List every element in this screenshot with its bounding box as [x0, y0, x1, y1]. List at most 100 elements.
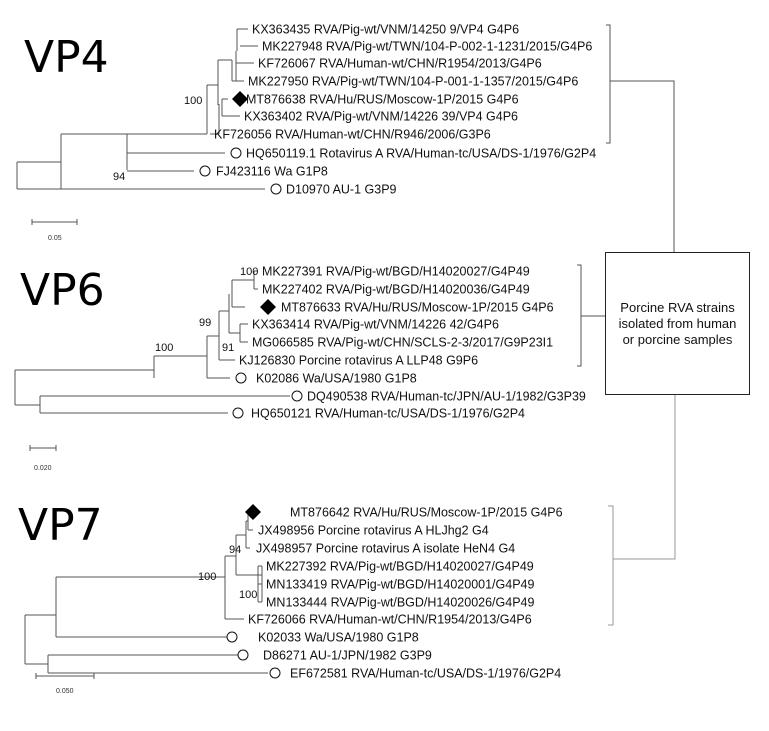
legend-connectors — [577, 24, 676, 626]
leaf-label: KF726067 RVA/Human-wt/CHN/R1954/2013/G4P… — [258, 57, 542, 71]
bracket-vp4 — [606, 24, 675, 252]
tree-leaf: D10970 AU-1 G3P9 — [270, 183, 397, 197]
leaf-label: D86271 AU-1/JPN/1982 G3P9 — [263, 649, 432, 663]
leaf-label: MT876633 RVA/Hu/RUS/Moscow-1P/2015 G4P6 — [281, 301, 554, 315]
bootstrap-value: 94 — [229, 544, 241, 556]
leaf-label: KJ126830 Porcine rotavirus A LLP48 G9P6 — [239, 354, 478, 368]
leaf-label: MK227948 RVA/Pig-wt/TWN/104-P-002-1-1231… — [262, 40, 592, 54]
legend-line: isolated from human — [618, 315, 737, 331]
panel-title-vp4: VP4 — [24, 32, 109, 83]
circle-marker-icon — [232, 407, 244, 419]
circle-marker-icon — [270, 183, 282, 195]
tree-leaf: EF672581 RVA/Human-tc/USA/DS-1/1976/G2P4 — [269, 667, 561, 681]
leaf-label: MK227402 RVA/Pig-wt/BGD/H14020036/G4P49 — [262, 283, 530, 297]
tree-leaf: MK227950 RVA/Pig-wt/TWN/104-P-001-1-1357… — [248, 75, 578, 89]
tree-vp4: KX363435 RVA/Pig-wt/VNM/14250 9/VP4 G4P6… — [16, 23, 596, 197]
tree-leaf: FJ423116 Wa G1P8 — [199, 165, 328, 179]
circle-marker-icon — [291, 390, 303, 402]
tree-leaf: MK227948 RVA/Pig-wt/TWN/104-P-002-1-1231… — [262, 40, 592, 54]
bootstrap-value: 100 — [240, 266, 258, 278]
tree-leaf: MN133444 RVA/Pig-wt/BGD/H14020026/G4P49 — [266, 596, 534, 610]
legend-text: Porcine RVA strains isolated from human … — [615, 300, 741, 348]
bootstrap-value: 94 — [113, 171, 125, 183]
leaf-label: MK227392 RVA/Pig-wt/BGD/H14020027/G4P49 — [266, 560, 534, 574]
tree-leaf: MG066585 RVA/Pig-wt/CHN/SCLS-2-3/2017/G9… — [252, 336, 553, 350]
bracket-vp7 — [608, 395, 676, 626]
leaf-label: MT876638 RVA/Hu/RUS/Moscow-1P/2015 G4P6 — [246, 93, 519, 107]
panel-title-vp6: VP6 — [20, 265, 105, 316]
scale-bar-vp7: 0.050 — [35, 673, 95, 695]
bootstrap-value: 100 — [184, 95, 202, 107]
leaf-label: KX363414 RVA/Pig-wt/VNM/14226 42/G4P6 — [252, 318, 499, 332]
tree-vp6: MK227391 RVA/Pig-wt/BGD/H14020027/G4P49M… — [14, 265, 586, 421]
diamond-marker-icon — [245, 504, 261, 520]
leaf-label: KX363402 RVA/Pig-wt/VNM/14226 39/VP4 G4P… — [244, 110, 518, 124]
leaf-label: K02086 Wa/USA/1980 G1P8 — [256, 372, 417, 386]
bootstrap-value: 100 — [239, 589, 257, 601]
scale-bar-vp6: 0.020 — [29, 445, 57, 472]
bootstrap-value: 99 — [199, 317, 211, 329]
tree-vp7: MT876642 RVA/Hu/RUS/Moscow-1P/2015 G4P6J… — [24, 504, 563, 681]
leaf-label: KX363435 RVA/Pig-wt/VNM/14250 9/VP4 G4P6 — [252, 23, 519, 37]
circle-marker-icon — [230, 147, 242, 159]
tree-leaf: MT876638 RVA/Hu/RUS/Moscow-1P/2015 G4P6 — [232, 91, 519, 107]
circle-marker-icon — [226, 631, 238, 643]
scale-bar-vp4: 0.05 — [31, 219, 78, 242]
tree-leaf: KX363435 RVA/Pig-wt/VNM/14250 9/VP4 G4P6 — [252, 23, 519, 37]
tree-leaf: D86271 AU-1/JPN/1982 G3P9 — [237, 649, 432, 663]
bracket-vp6 — [577, 264, 605, 367]
leaf-label: MN133419 RVA/Pig-wt/BGD/H14020001/G4P49 — [266, 578, 534, 592]
tree-leaf: HQ650119.1 Rotavirus A RVA/Human-tc/USA/… — [230, 147, 596, 161]
legend-box: Porcine RVA strains isolated from human … — [605, 252, 750, 395]
tree-leaf: KX363402 RVA/Pig-wt/VNM/14226 39/VP4 G4P… — [244, 110, 518, 124]
tree-leaf: K02033 Wa/USA/1980 G1P8 — [226, 631, 419, 645]
scale-bar-label-vp6: 0.020 — [34, 465, 52, 472]
bootstrap-value: 91 — [222, 342, 234, 354]
leaf-label: HQ650121 RVA/Human-tc/USA/DS-1/1976/G2P4 — [251, 407, 525, 421]
tree-leaf: KF726066 RVA/Human-wt/CHN/R1954/2013/G4P… — [248, 613, 532, 627]
legend-line: Porcine RVA strains — [620, 299, 735, 315]
tree-leaf: K02086 Wa/USA/1980 G1P8 — [235, 372, 417, 386]
tree-leaf: JX498956 Porcine rotavirus A HLJhg2 G4 — [258, 524, 489, 538]
leaf-label: HQ650119.1 Rotavirus A RVA/Human-tc/USA/… — [246, 147, 596, 161]
scale-bar-label-vp7: 0.050 — [56, 688, 74, 695]
tree-leaf: KF726067 RVA/Human-wt/CHN/R1954/2013/G4P… — [258, 57, 542, 71]
leaf-label: MG066585 RVA/Pig-wt/CHN/SCLS-2-3/2017/G9… — [252, 336, 553, 350]
leaf-label: MN133444 RVA/Pig-wt/BGD/H14020026/G4P49 — [266, 596, 534, 610]
leaf-label: D10970 AU-1 G3P9 — [286, 183, 397, 197]
scale-bar-label-vp4: 0.05 — [48, 235, 62, 242]
tree-leaf: MK227392 RVA/Pig-wt/BGD/H14020027/G4P49 — [266, 560, 534, 574]
tree-leaf: HQ650121 RVA/Human-tc/USA/DS-1/1976/G2P4 — [232, 407, 525, 421]
diamond-marker-icon — [260, 299, 276, 315]
leaf-label: MT876642 RVA/Hu/RUS/Moscow-1P/2015 G4P6 — [290, 506, 563, 520]
diamond-marker-icon — [232, 91, 248, 107]
tree-branches-vp6 — [14, 270, 290, 414]
tree-leaf: MT876633 RVA/Hu/RUS/Moscow-1P/2015 G4P6 — [260, 299, 554, 315]
leaf-label: JX498956 Porcine rotavirus A HLJhg2 G4 — [258, 524, 489, 538]
leaf-label: EF672581 RVA/Human-tc/USA/DS-1/1976/G2P4 — [290, 667, 561, 681]
tree-leaf: KJ126830 Porcine rotavirus A LLP48 G9P6 — [239, 354, 478, 368]
circle-marker-icon — [235, 372, 247, 384]
leaf-label: K02033 Wa/USA/1980 G1P8 — [258, 631, 419, 645]
leaf-label: FJ423116 Wa G1P8 — [216, 165, 328, 179]
circle-marker-icon — [269, 667, 281, 679]
tree-leaf: KX363414 RVA/Pig-wt/VNM/14226 42/G4P6 — [252, 318, 499, 332]
tree-branches-vp4 — [16, 28, 265, 190]
leaf-label: JX498957 Porcine rotavirus A isolate HeN… — [256, 542, 515, 556]
tree-leaf: MK227402 RVA/Pig-wt/BGD/H14020036/G4P49 — [262, 283, 530, 297]
circle-marker-icon — [199, 165, 211, 177]
leaf-label: MK227950 RVA/Pig-wt/TWN/104-P-001-1-1357… — [248, 75, 578, 89]
tree-leaf: KF726056 RVA/Human-wt/CHN/R946/2006/G3P6 — [214, 128, 491, 142]
circle-marker-icon — [237, 649, 249, 661]
tree-leaf: JX498957 Porcine rotavirus A isolate HeN… — [256, 542, 515, 556]
bootstrap-value: 100 — [155, 342, 173, 354]
leaf-label: KF726066 RVA/Human-wt/CHN/R1954/2013/G4P… — [248, 613, 532, 627]
leaf-label: KF726056 RVA/Human-wt/CHN/R946/2006/G3P6 — [214, 128, 491, 142]
tree-leaf: MK227391 RVA/Pig-wt/BGD/H14020027/G4P49 — [262, 265, 530, 279]
bootstrap-value: 100 — [198, 571, 216, 583]
leaf-label: DQ490538 RVA/Human-tc/JPN/AU-1/1982/G3P3… — [307, 390, 586, 404]
tree-leaf: DQ490538 RVA/Human-tc/JPN/AU-1/1982/G3P3… — [291, 390, 586, 404]
legend-line: or porcine samples — [622, 331, 733, 347]
tree-leaf: MN133419 RVA/Pig-wt/BGD/H14020001/G4P49 — [266, 578, 534, 592]
